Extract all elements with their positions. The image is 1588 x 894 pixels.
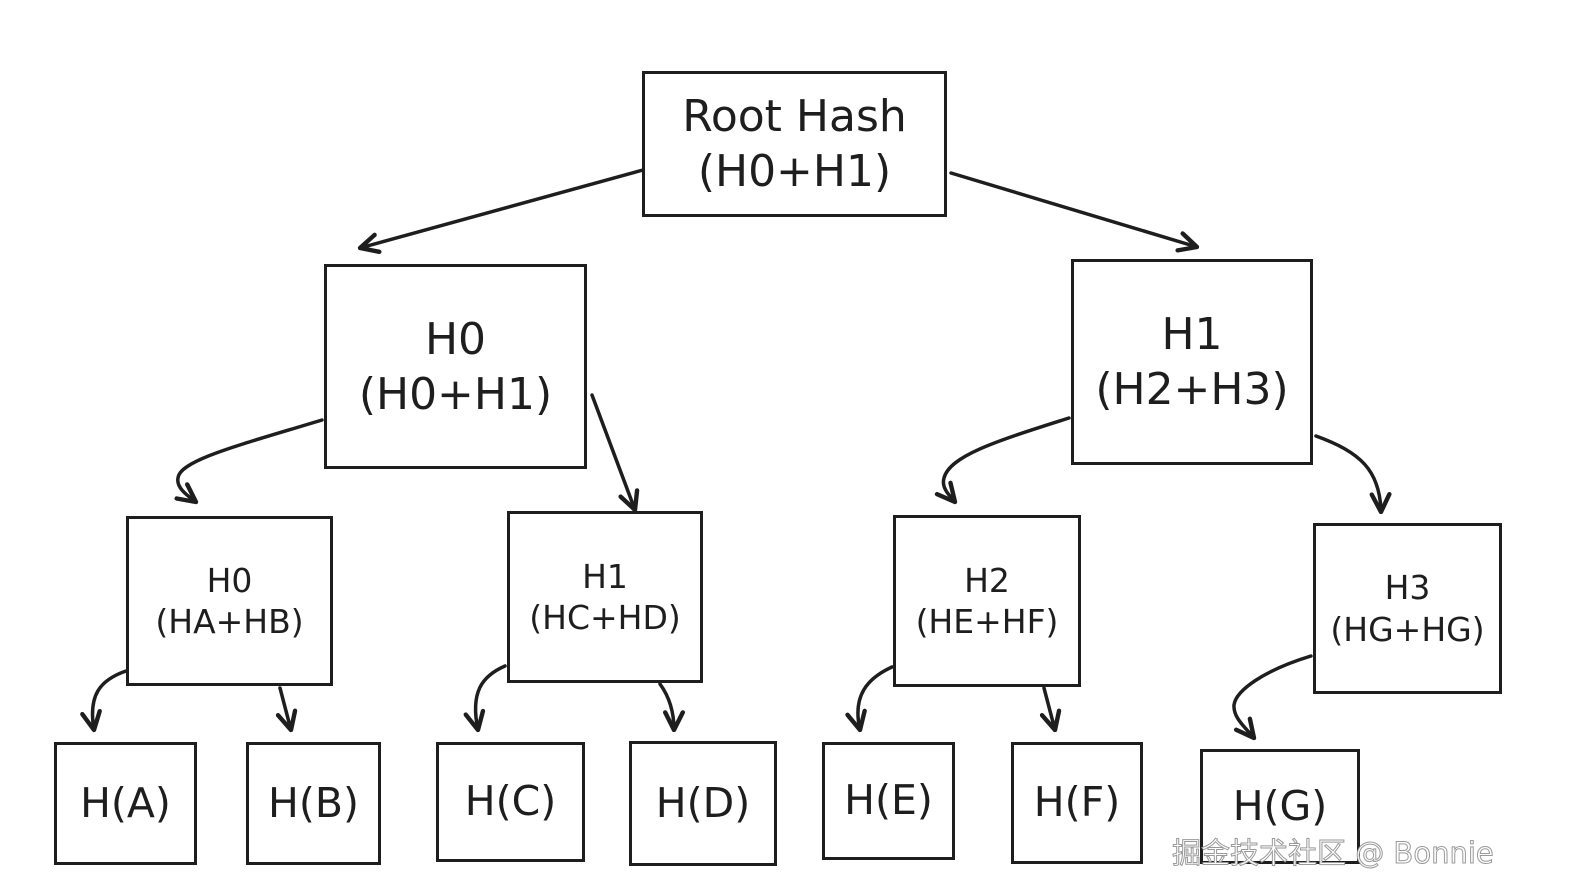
root-hash-node: Root Hash (H0+H1) <box>642 71 947 217</box>
h3-small-title: H3 <box>1384 568 1431 608</box>
h2-small-formula: (HE+HF) <box>915 602 1059 641</box>
leaf-node-b: H(B) <box>246 742 381 865</box>
leaf-node-c: H(C) <box>436 742 585 862</box>
h1-small-formula: (HC+HD) <box>529 598 681 637</box>
h0-mid-node: H0 (H0+H1) <box>324 264 587 469</box>
arrow-h2-small-to-hf <box>1039 686 1062 733</box>
leaf-label: H(C) <box>464 777 557 826</box>
h0-small-node: H0 (HA+HB) <box>126 516 333 686</box>
leaf-node-f: H(F) <box>1011 742 1143 864</box>
leaf-node-e: H(E) <box>822 742 955 860</box>
leaf-node-a: H(A) <box>54 742 197 865</box>
arrow-h1-to-h2-small <box>934 416 1071 505</box>
h2-small-node: H2 (HE+HF) <box>893 515 1081 687</box>
leaf-label: H(G) <box>1232 781 1328 830</box>
leaf-label: H(A) <box>80 778 171 827</box>
h3-small-formula: (HG+HG) <box>1330 609 1485 649</box>
arrow-h1-to-h3-small <box>1314 434 1392 515</box>
arrow-root-to-h0 <box>357 168 645 255</box>
leaf-label: H(D) <box>655 778 751 827</box>
h1-small-node: H1 (HC+HD) <box>507 511 703 683</box>
arrow-h0-to-h1-small <box>590 393 640 513</box>
h3-small-node: H3 (HG+HG) <box>1313 523 1502 694</box>
leaf-label: H(B) <box>268 778 359 827</box>
arrow-h3-small-to-hg <box>1232 654 1313 741</box>
leaf-label: H(E) <box>844 776 933 825</box>
arrow-root-to-h1 <box>949 171 1200 253</box>
h0-mid-title: H0 <box>424 313 487 365</box>
leaf-label: H(F) <box>1033 778 1121 827</box>
h0-mid-formula: (H0+H1) <box>358 368 553 420</box>
arrow-h2-small-to-he <box>845 665 894 733</box>
watermark-text: 掘金技术社区 @ Bonnie <box>1172 836 1495 871</box>
h1-small-title: H1 <box>582 556 628 596</box>
leaf-node-d: H(D) <box>629 741 777 866</box>
root-hash-formula: (H0+H1) <box>697 146 892 197</box>
arrow-h1-small-to-hc <box>463 664 507 733</box>
h0-small-title: H0 <box>206 560 253 600</box>
h0-small-formula: (HA+HB) <box>155 602 304 641</box>
arrow-h1-small-to-hd <box>658 682 685 733</box>
h1-mid-formula: (H2+H3) <box>1095 364 1289 415</box>
arrow-h0-small-to-ha <box>80 669 128 733</box>
h1-mid-node: H1 (H2+H3) <box>1071 259 1313 465</box>
arrow-h0-small-to-hb <box>275 686 298 733</box>
leaf-node-g: H(G) <box>1200 749 1360 864</box>
h2-small-title: H2 <box>964 560 1010 600</box>
root-hash-title: Root Hash <box>682 91 907 142</box>
arrow-h0-to-h0-small <box>174 418 324 505</box>
h1-mid-title: H1 <box>1161 309 1223 360</box>
